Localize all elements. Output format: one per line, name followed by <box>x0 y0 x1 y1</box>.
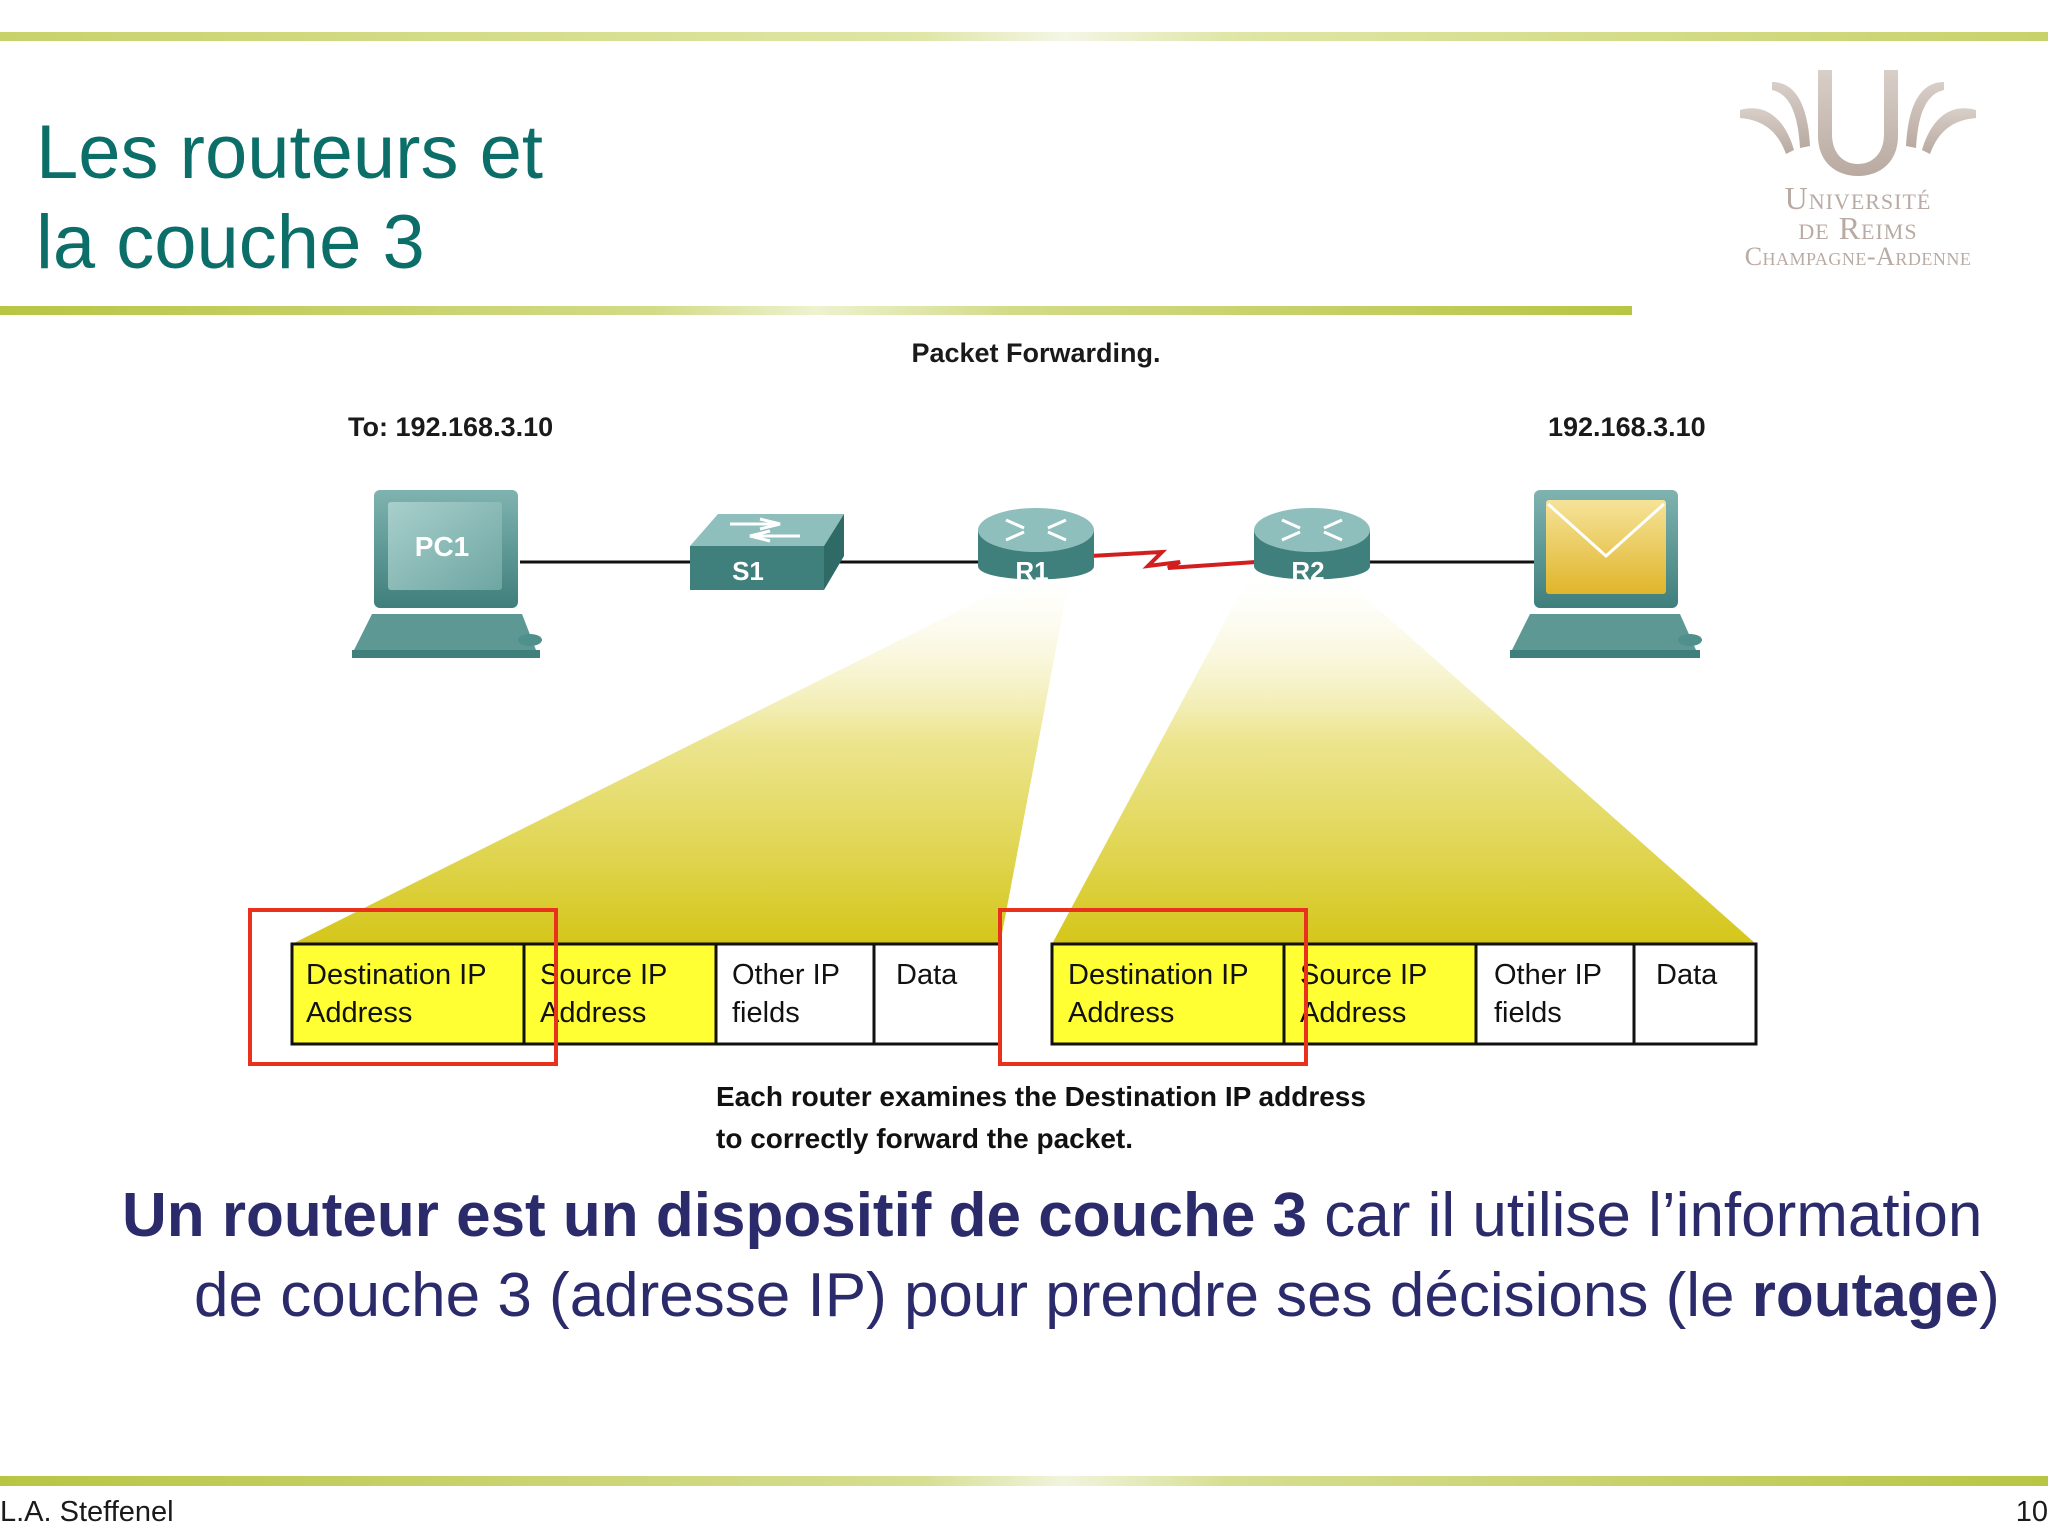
university-logo: Université de Reims Champagne-Ardenne <box>1668 62 2048 282</box>
title-accent-rule <box>0 306 1632 315</box>
top-accent-rule <box>0 32 2048 41</box>
body-text-part-2: ) <box>1979 1261 2000 1330</box>
university-logo-emblem <box>1740 70 1976 176</box>
packet2-dest-ip-line1: Destination IP <box>1068 959 1249 991</box>
s1-switch-icon: S1 <box>690 514 844 590</box>
packet-at-r1: Destination IP Address Source IP Address… <box>248 908 1002 1066</box>
packet2-destination-highlight-box <box>998 908 1308 1066</box>
packet2-other-fields-line2: fields <box>1494 997 1562 1029</box>
r2-router-icon: R2 <box>1254 508 1370 586</box>
page-number: 10 <box>2015 1496 2048 1528</box>
footer-author: L.A. Steffenel <box>0 1496 174 1528</box>
packet-at-r2: Destination IP Address Source IP Address… <box>998 908 1758 1066</box>
packet2-source-ip-line2: Address <box>1300 997 1406 1029</box>
packet1-other-fields-line2: fields <box>732 997 800 1029</box>
bottom-accent-rule <box>0 1476 2048 1486</box>
diagram-caption-line-2: to correctly forward the packet. <box>716 1123 1133 1154</box>
diagram-caption-line-1: Each router examines the Destination IP … <box>716 1081 1366 1112</box>
body-bold-word: routage <box>1751 1261 1980 1330</box>
packet1-destination-highlight-box <box>248 908 558 1066</box>
pc1-computer-icon: PC1 <box>352 490 542 658</box>
r2-label: R2 <box>1291 556 1324 586</box>
source-address-label: To: 192.168.3.10 <box>348 412 553 442</box>
r1-examination-beam <box>292 575 1070 944</box>
s1-label: S1 <box>732 556 764 586</box>
logo-text-line-3: Champagne-Ardenne <box>1744 242 1972 271</box>
logo-text-line-1: Université <box>1784 180 1932 216</box>
slide-body-text: Un routeur est un dispositif de couche 3… <box>122 1176 2048 1336</box>
r1-router-icon: R1 <box>978 508 1094 586</box>
packet1-dest-ip-line2: Address <box>306 997 412 1029</box>
diagram-title: Packet Forwarding. <box>911 338 1160 368</box>
destination-host-icon <box>1510 490 1702 658</box>
r2-examination-beam <box>1052 575 1756 944</box>
packet2-data-label: Data <box>1656 959 1718 991</box>
body-text-part-1: car il utilise l’information de couche 3… <box>194 1181 1983 1330</box>
body-bold-lead: Un routeur est un dispositif de couche 3 <box>122 1181 1308 1250</box>
logo-text-line-2: de Reims <box>1798 210 1918 246</box>
slide-title-line-1: Les routeurs et <box>36 110 543 195</box>
destination-address-label: 192.168.3.10 <box>1548 412 1706 442</box>
packet1-data-label: Data <box>896 959 958 991</box>
packet1-dest-ip-line1: Destination IP <box>306 959 487 991</box>
serial-link-r1-r2 <box>1089 549 1257 570</box>
r1-label: R1 <box>1015 556 1048 586</box>
packet2-other-fields-line1: Other IP <box>1494 959 1602 991</box>
slide-title: Les routeurs et la couche 3 <box>36 108 543 288</box>
packet2-source-ip-line1: Source IP <box>1300 959 1427 991</box>
slide-title-line-2: la couche 3 <box>36 200 425 285</box>
packet2-dest-ip-line2: Address <box>1068 997 1174 1029</box>
pc1-label: PC1 <box>415 531 469 562</box>
packet1-other-fields-line1: Other IP <box>732 959 840 991</box>
packet1-source-ip-line1: Source IP <box>540 959 667 991</box>
